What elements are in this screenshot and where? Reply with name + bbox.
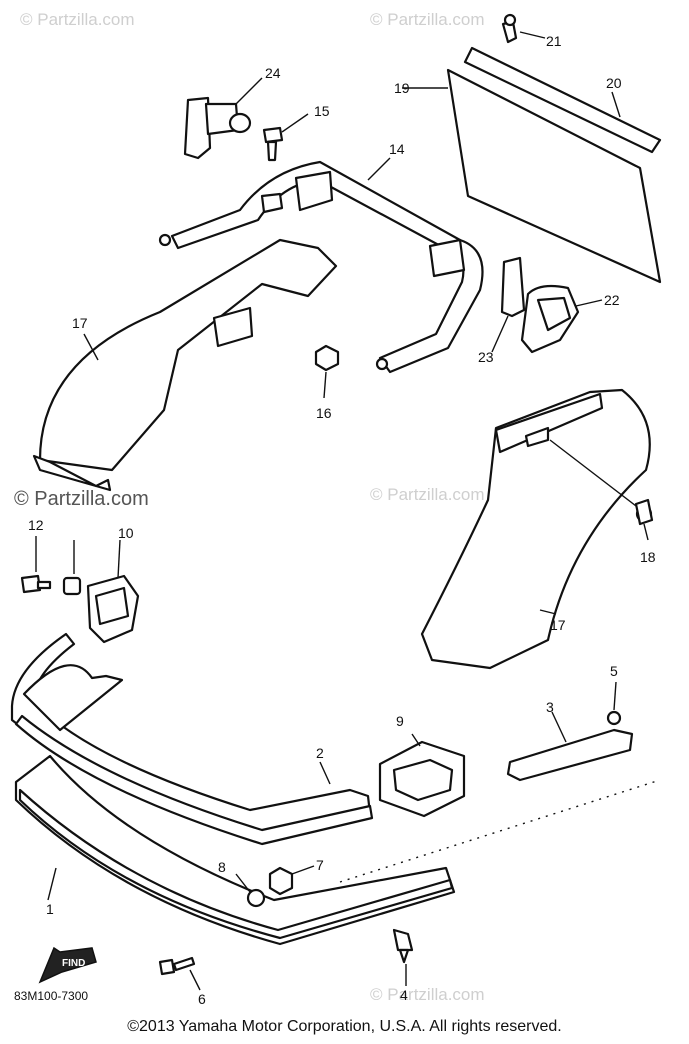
callout-18: 18 [640,549,656,565]
watermark: © Partzilla.com [370,485,485,504]
part-10-collar[interactable] [62,540,82,596]
callout-8: 8 [218,859,226,875]
part-1-bumper-lower[interactable] [14,754,456,946]
part-8-washer[interactable] [235,873,266,908]
part-19-license-plate[interactable] [402,68,662,284]
callout-4: 4 [400,987,408,1003]
callout-19: 19 [394,80,410,96]
callout-20: 20 [606,75,622,91]
part-16-side-cover-right[interactable] [420,388,651,670]
part-14-bolt[interactable] [262,113,309,162]
callout-16: 17 [550,617,566,633]
part-24-cable-tie[interactable] [491,256,526,353]
bumper-bracket-left[interactable] [86,539,140,644]
callout-12: 12 [28,517,44,533]
callout-9: 9 [396,713,404,729]
part-3-bracket-strip[interactable] [506,711,634,782]
callout-3: 3 [546,699,554,715]
part-15-nut[interactable] [314,344,340,399]
callout-21: 21 [546,33,562,49]
part-2-bumper-upper[interactable] [10,632,374,846]
part-5-nut[interactable] [606,681,622,726]
callout-22: 22 [604,292,620,308]
callout-7: 7 [316,857,324,873]
part-18-grommet[interactable] [549,439,654,541]
callout-2: 2 [316,745,324,761]
callout-10: 10 [118,525,134,541]
callout-15: 16 [316,405,332,421]
find-badge: FIND [38,946,97,984]
part-20-seal-strip[interactable] [463,46,662,154]
callout-23: 24 [265,65,281,81]
part-17-side-cover-left[interactable] [32,238,338,492]
part-6-screw[interactable] [158,956,201,991]
part-9-rubber-mount[interactable] [378,733,466,818]
callout-24: 23 [478,349,494,365]
part-21-push-rivet[interactable] [501,13,546,44]
part-22-clip-bracket[interactable] [520,284,603,354]
watermark: © Partzilla.com [370,985,485,1004]
part-13-frame-bar[interactable] [158,157,484,374]
callout-5: 5 [610,663,618,679]
part-23-bracket[interactable] [183,77,263,160]
part-12-bolt[interactable] [20,536,52,594]
find-badge-label: FIND [62,958,85,969]
catalog-code: 83M100-7300 [14,989,88,1003]
part-7-nut[interactable] [268,865,315,896]
callout-6: 6 [198,991,206,1007]
callout-1: 1 [46,901,54,917]
copyright-notice: ©2013 Yamaha Motor Corporation, U.S.A. A… [127,1018,562,1035]
watermark: © Partzilla.com [370,10,485,29]
watermark: © Partzilla.com [20,10,135,29]
callout-13: 14 [389,141,405,157]
callout-14: 15 [314,103,330,119]
watermark: © Partzilla.com [14,488,149,510]
part-4-push-rivet[interactable] [392,928,414,986]
callout-17: 17 [72,315,88,331]
